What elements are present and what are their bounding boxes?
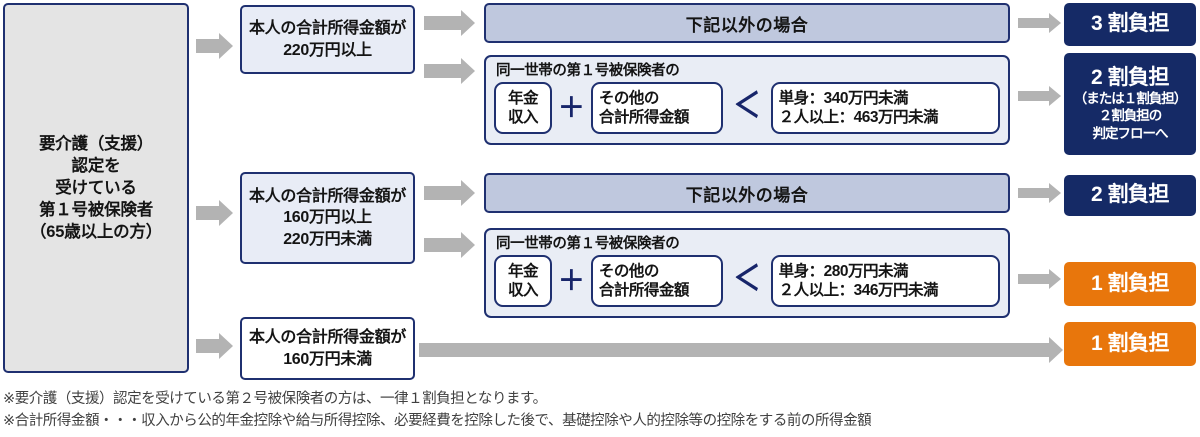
pension-income-pill-1: 年金 収入 xyxy=(494,82,552,135)
arrow-entry-to-bracket-1 xyxy=(196,39,220,53)
arrow-to-result-3 xyxy=(1018,188,1050,198)
result-box-5: 1 割負担 xyxy=(1064,322,1196,366)
result-main-label-3: 2 割負担 xyxy=(1090,183,1170,207)
otherwise-bar-1: 下記以外の場合 xyxy=(484,3,1010,43)
formula-row-2: 年金 収入 ＋ その他の 合計所得金額 ＜ 単身：280万円未満 ２人以上：34… xyxy=(494,255,1000,308)
entry-box-label: 要介護（支援） 認定を 受けている 第１号被保険者 （65歳以上の方） xyxy=(29,134,163,242)
arrow-bracket3-to-result-5 xyxy=(419,343,1050,357)
formula-panel-1: 同一世帯の第１号被保険者の 年金 収入 ＋ その他の 合計所得金額 ＜ 単身：3… xyxy=(484,55,1010,145)
other-income-pill-2: その他の 合計所得金額 xyxy=(590,255,723,308)
arrow-entry-to-bracket-2 xyxy=(196,206,220,220)
arrow-bracket2-to-formula xyxy=(424,238,462,252)
plus-icon-1: ＋ xyxy=(557,92,585,123)
arrow-entry-to-bracket-3 xyxy=(196,339,220,353)
result-sub-label-2: （または１割負担） ２割負担の 判定フローへ xyxy=(1073,90,1187,141)
footnote-2: ※合計所得金額・・・収入から公的年金控除や給与所得控除、必要経費を控除した後で、… xyxy=(3,413,872,429)
otherwise-bar-2: 下記以外の場合 xyxy=(484,173,1010,213)
result-box-3: 2 割負担 xyxy=(1064,175,1196,216)
footnote-1: ※要介護（支援）認定を受けている第２号被保険者の方は、一律１割負担となります。 xyxy=(3,391,547,407)
otherwise-bar-label-2: 下記以外の場合 xyxy=(685,185,809,205)
arrow-bracket1-to-formula xyxy=(424,64,462,78)
arrow-to-result-2 xyxy=(1018,91,1050,101)
result-main-label-2: 2 割負担 xyxy=(1090,65,1170,89)
formula-title-1: 同一世帯の第１号被保険者の xyxy=(496,63,680,79)
entry-box-first-insured: 要介護（支援） 認定を 受けている 第１号被保険者 （65歳以上の方） xyxy=(3,3,189,373)
formula-row-1: 年金 収入 ＋ その他の 合計所得金額 ＜ 単身：340万円未満 ２人以上：46… xyxy=(494,82,1000,135)
result-main-label-4: 1 割負担 xyxy=(1090,271,1170,295)
plus-icon-2: ＋ xyxy=(557,265,585,296)
income-bracket-label-2: 本人の合計所得金額が 160万円以上 220万円未満 xyxy=(248,187,406,248)
result-main-label-1: 3 割負担 xyxy=(1090,12,1170,36)
threshold-pill-1: 単身：340万円未満 ２人以上：463万円未満 xyxy=(770,82,1000,135)
result-box-1: 3 割負担 xyxy=(1064,3,1196,46)
less-than-icon-2: ＜ xyxy=(732,260,761,299)
result-box-2: 2 割負担 （または１割負担） ２割負担の 判定フローへ xyxy=(1064,53,1196,155)
less-than-icon-1: ＜ xyxy=(732,87,761,126)
arrow-to-result-4 xyxy=(1018,274,1050,284)
income-bracket-label-1: 本人の合計所得金額が 220万円以上 xyxy=(248,19,406,59)
income-bracket-box-1: 本人の合計所得金額が 220万円以上 xyxy=(240,5,415,74)
otherwise-bar-label-1: 下記以外の場合 xyxy=(685,15,809,35)
formula-panel-2: 同一世帯の第１号被保険者の 年金 収入 ＋ その他の 合計所得金額 ＜ 単身：2… xyxy=(484,228,1010,318)
income-bracket-label-3: 本人の合計所得金額が 160万円未満 xyxy=(248,328,406,368)
result-box-4: 1 割負担 xyxy=(1064,262,1196,306)
result-main-label-5: 1 割負担 xyxy=(1090,331,1170,355)
arrow-to-result-1 xyxy=(1018,18,1050,28)
formula-title-2: 同一世帯の第１号被保険者の xyxy=(496,236,680,252)
income-bracket-box-3: 本人の合計所得金額が 160万円未満 xyxy=(240,317,415,380)
income-bracket-box-2: 本人の合計所得金額が 160万円以上 220万円未満 xyxy=(240,172,415,264)
other-income-pill-1: その他の 合計所得金額 xyxy=(590,82,723,135)
arrow-bracket2-to-otherwise xyxy=(424,186,462,200)
pension-income-pill-2: 年金 収入 xyxy=(494,255,552,308)
threshold-pill-2: 単身：280万円未満 ２人以上：346万円未満 xyxy=(770,255,1000,308)
arrow-bracket1-to-otherwise xyxy=(424,16,462,30)
